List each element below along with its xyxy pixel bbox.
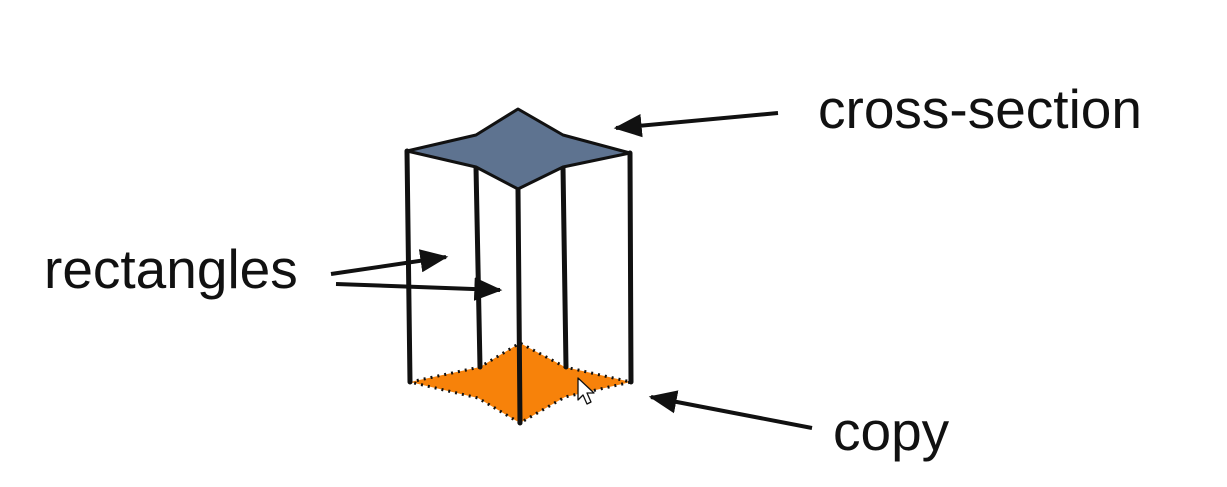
edge-front <box>515 186 523 426</box>
rectangles-arrow-upper <box>330 249 449 276</box>
vertical-edges <box>404 148 634 426</box>
cross-section-face <box>405 107 632 191</box>
copy-arrow <box>648 390 813 430</box>
edge-right <box>627 150 634 385</box>
mouse-cursor-icon <box>577 377 595 405</box>
edge-left <box>404 148 413 385</box>
edge-inner-right <box>560 164 569 370</box>
cross-section-label: cross-section <box>818 78 1142 140</box>
cross-section-arrow <box>613 111 779 138</box>
rectangles-label: rectangles <box>44 238 298 300</box>
rectangles-arrow-lower <box>335 277 503 301</box>
copy-label: copy <box>833 400 950 462</box>
edge-inner-left <box>473 164 483 370</box>
